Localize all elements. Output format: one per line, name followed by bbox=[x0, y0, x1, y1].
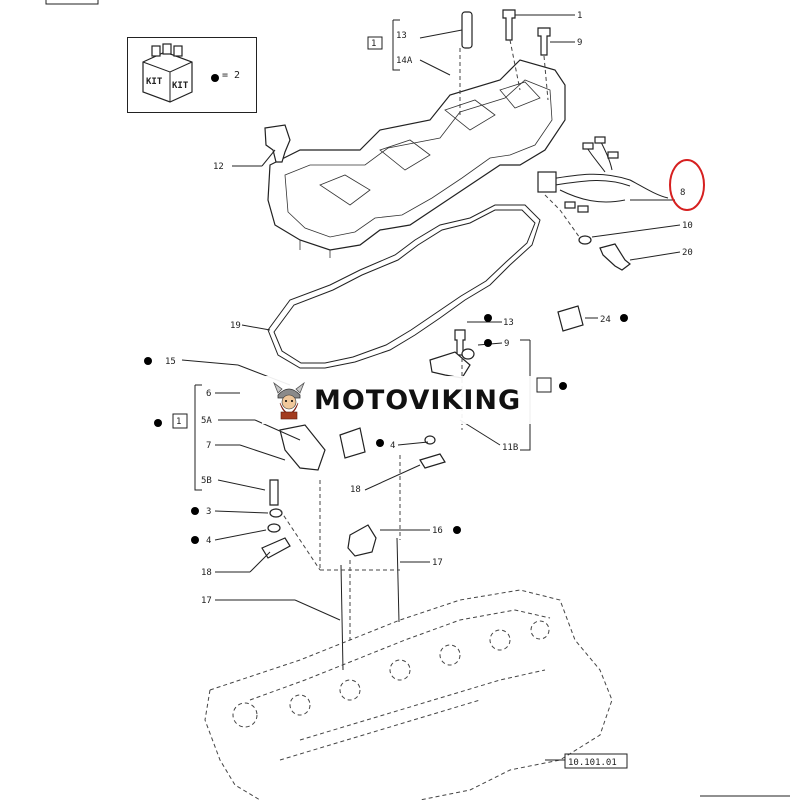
reference-code-box bbox=[564, 753, 628, 769]
rocker-cover bbox=[267, 59, 566, 258]
callout-10: 10 bbox=[682, 221, 693, 231]
dowel-pin-13 bbox=[461, 11, 473, 49]
callout-13a: 13 bbox=[396, 31, 407, 41]
kit-legend-box bbox=[127, 37, 257, 113]
push-rod-left bbox=[340, 564, 344, 671]
push-rod-right bbox=[396, 537, 400, 623]
callout-16: 16 bbox=[432, 526, 443, 536]
brand-name: MOTOVIKING bbox=[314, 384, 522, 416]
bolt-20 bbox=[599, 243, 631, 271]
kit-bullet-dot bbox=[211, 74, 219, 82]
bolt-1 bbox=[502, 9, 516, 41]
stud-5b bbox=[269, 479, 279, 506]
highlight-circle bbox=[669, 159, 705, 211]
kit-word-1: KIT bbox=[146, 77, 163, 87]
callout-4: 4 bbox=[206, 536, 211, 546]
cylinder-head bbox=[204, 589, 613, 800]
bridge-18 bbox=[419, 453, 446, 469]
callout-18: 18 bbox=[201, 568, 212, 578]
rocker-arm-left bbox=[279, 424, 326, 471]
watermark-banner: MOTOVIKING bbox=[262, 376, 534, 424]
callout-8: 8 bbox=[680, 188, 685, 198]
callout-3: 3 bbox=[206, 507, 211, 517]
callout-5b: 5B bbox=[201, 476, 212, 486]
callout-20: 20 bbox=[682, 248, 693, 258]
callout-11b: 11B bbox=[502, 443, 518, 453]
callout-18b: 18 bbox=[350, 485, 361, 495]
frame-corner bbox=[45, 0, 99, 5]
callout-24: 24 bbox=[600, 315, 611, 325]
viking-mascot-icon bbox=[273, 381, 305, 420]
clip-12 bbox=[264, 124, 291, 163]
washer-10 bbox=[578, 235, 592, 245]
callout-13b: 13 bbox=[503, 318, 514, 328]
washer-4 bbox=[267, 523, 281, 533]
callout-15: 15 bbox=[165, 357, 176, 367]
callout-9b: 9 bbox=[504, 339, 509, 349]
callout-7: 7 bbox=[206, 441, 211, 451]
injector-wiring-harness bbox=[537, 136, 669, 213]
callout-19: 19 bbox=[230, 321, 241, 331]
callout-17a: 17 bbox=[201, 596, 212, 606]
callout-6: 6 bbox=[206, 389, 211, 399]
kit-icon: KIT KIT bbox=[142, 43, 193, 103]
callout-12: 12 bbox=[213, 162, 224, 172]
nut-9b bbox=[461, 348, 475, 360]
sleeve-24 bbox=[557, 305, 584, 332]
callout-17b: 17 bbox=[432, 558, 443, 568]
bolt-9 bbox=[537, 27, 551, 56]
svg-text:1: 1 bbox=[176, 417, 181, 427]
reference-code: 10.101.01 bbox=[568, 758, 617, 768]
callout-14a: 14A bbox=[396, 56, 413, 66]
bushing-center bbox=[339, 427, 366, 459]
kit-equals-text: = 2 bbox=[222, 70, 241, 81]
callout-4b: 4 bbox=[390, 441, 395, 451]
svg-text:1: 1 bbox=[371, 39, 376, 49]
nut-4b bbox=[424, 435, 436, 445]
sensor-16 bbox=[347, 524, 377, 557]
kit-word-2: KIT bbox=[172, 81, 189, 91]
callout-1: 1 bbox=[577, 11, 582, 21]
callout-5a: 5A bbox=[201, 416, 212, 426]
rocker-cover-gasket bbox=[267, 204, 541, 369]
bridge-18-left bbox=[261, 537, 291, 559]
callout-9: 9 bbox=[577, 38, 582, 48]
